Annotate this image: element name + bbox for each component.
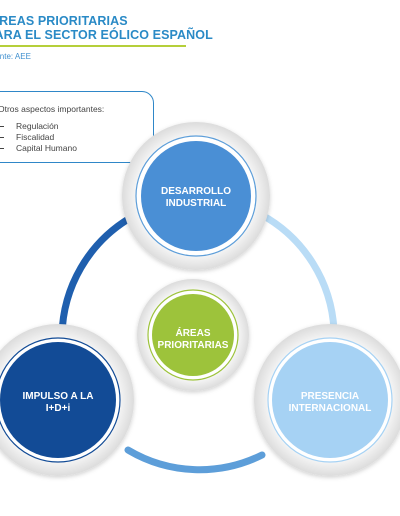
top-node-label: DESARROLLO INDUSTRIAL <box>161 186 231 210</box>
ring-arc-left-top <box>58 214 134 339</box>
title-line-2: PARA EL SECTOR EÓLICO ESPAÑOL <box>0 28 213 42</box>
title-block: ÁREAS PRIORITARIAS PARA EL SECTOR EÓLICO… <box>0 14 213 42</box>
source-label: Fuente: AEE <box>0 52 31 61</box>
right-node-label-line-1: PRESENCIA <box>300 391 360 402</box>
ring-arc-right-left <box>124 446 266 474</box>
other-aspects-heading: Otros aspectos importantes: <box>0 104 105 114</box>
list-item-label: Regulación <box>16 121 59 131</box>
center-node-label: ÁREAS PRIORITARIAS <box>158 328 229 352</box>
top-node-label-line-1: DESARROLLO <box>161 186 231 197</box>
right-node-circle <box>272 342 388 458</box>
left-node-label-line-1: IMPULSO A LA <box>22 391 94 402</box>
top-node-label-line-2: INDUSTRIAL <box>165 198 227 209</box>
left-node-label: IMPULSO A LA I+D+i <box>23 391 94 415</box>
left-node-circle <box>0 342 116 458</box>
list-item: Regulación <box>0 121 77 132</box>
center-node-circle <box>152 294 234 376</box>
left-node-label-line-2: I+D+i <box>45 403 71 414</box>
top-node-circle <box>141 141 251 251</box>
dash-bullet-icon <box>0 126 4 127</box>
list-item-label: Capital Humano <box>16 143 77 153</box>
list-item-label: Fiscalidad <box>16 132 55 142</box>
list-item: Fiscalidad <box>0 132 77 143</box>
title-divider <box>0 45 186 47</box>
dash-bullet-icon <box>0 148 4 149</box>
ring-arc-top-right <box>258 211 338 334</box>
other-aspects-list: Regulación Fiscalidad Capital Humano <box>0 121 77 154</box>
title-line-1: ÁREAS PRIORITARIAS <box>0 14 128 28</box>
list-item: Capital Humano <box>0 143 77 154</box>
center-node-label-line-1: ÁREAS <box>175 328 211 339</box>
other-aspects-box <box>0 91 154 163</box>
dash-bullet-icon <box>0 137 4 138</box>
center-node-label-line-2: PRIORITARIAS <box>157 340 229 351</box>
right-node-label-line-2: INTERNACIONAL <box>288 403 372 414</box>
right-node-label: PRESENCIA INTERNACIONAL <box>289 391 372 415</box>
